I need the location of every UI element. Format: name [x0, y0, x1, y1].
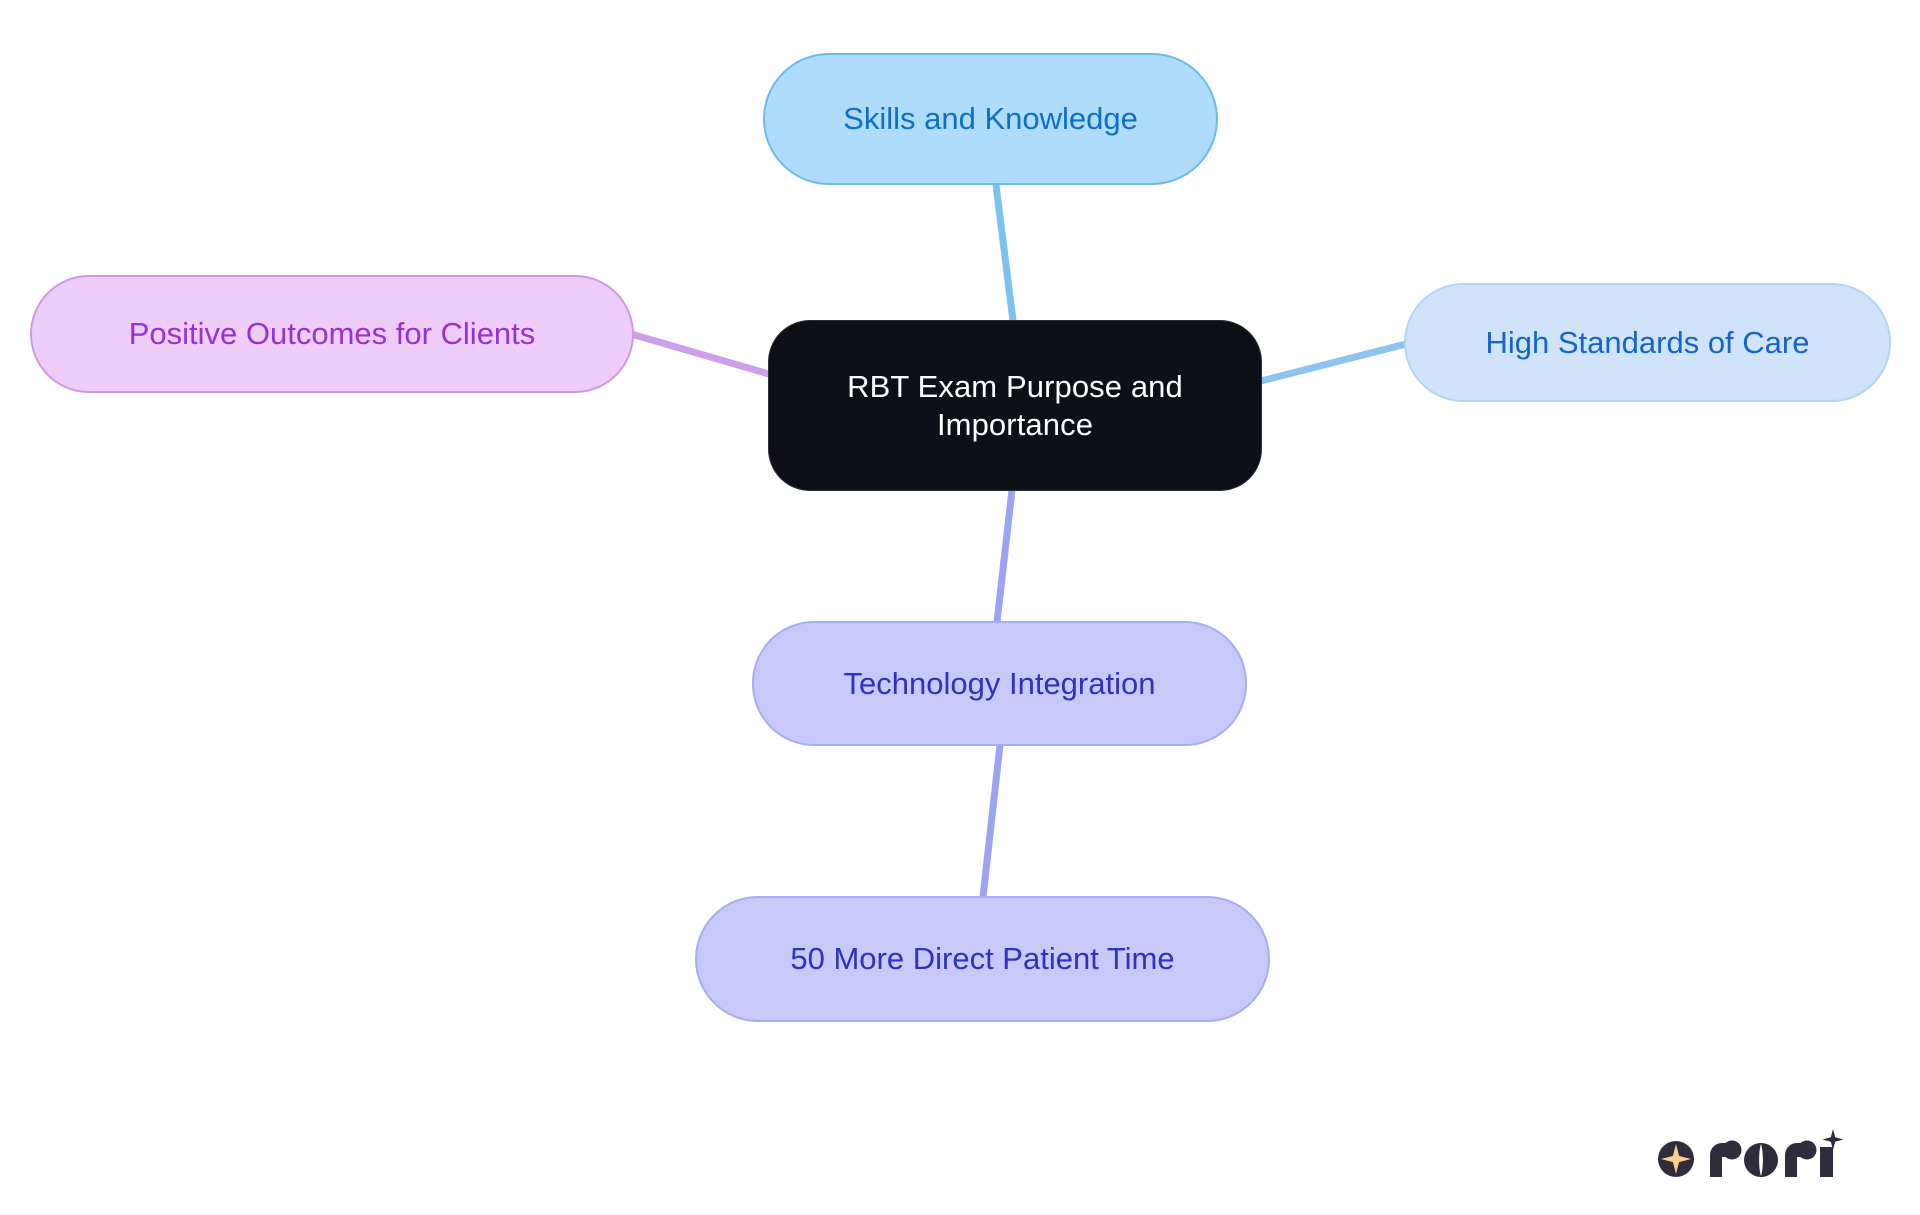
node-high-standards-of-care[interactable]: High Standards of Care — [1404, 283, 1891, 402]
node-positive-outcomes-for-clients[interactable]: Positive Outcomes for Clients — [30, 275, 634, 393]
logo-star-icon — [1661, 1144, 1691, 1174]
node-technology-integration-label: Technology Integration — [843, 665, 1156, 701]
logo-letter-r2-dot — [1797, 1140, 1817, 1160]
logo-letter-i-stem — [1820, 1147, 1833, 1177]
node-root[interactable]: RBT Exam Purpose and Importance — [768, 320, 1262, 491]
logo-letter-o-slit — [1759, 1144, 1763, 1176]
node-root-label: RBT Exam Purpose and Importance — [847, 368, 1183, 442]
edge-technology-to-patient-time — [979, 741, 1004, 901]
logo-letter-r1-dot — [1722, 1140, 1742, 1160]
edge-root-to-outcomes — [627, 330, 773, 378]
edge-root-to-skills — [992, 181, 1017, 325]
node-50-more-direct-patient-time[interactable]: 50 More Direct Patient Time — [695, 896, 1270, 1022]
rori-logo — [1658, 1129, 1844, 1177]
node-positive-outcomes-for-clients-label: Positive Outcomes for Clients — [128, 316, 536, 352]
edge-root-to-standards — [1257, 340, 1410, 385]
edge-root-to-technology — [993, 486, 1016, 626]
node-skills-and-knowledge[interactable]: Skills and Knowledge — [763, 53, 1218, 185]
logo-letter-i-star-icon — [1822, 1129, 1844, 1150]
node-50-more-direct-patient-time-label: 50 More Direct Patient Time — [790, 941, 1175, 977]
node-skills-and-knowledge-label: Skills and Knowledge — [843, 101, 1138, 137]
node-technology-integration[interactable]: Technology Integration — [752, 621, 1247, 746]
node-high-standards-of-care-label: High Standards of Care — [1485, 324, 1810, 360]
